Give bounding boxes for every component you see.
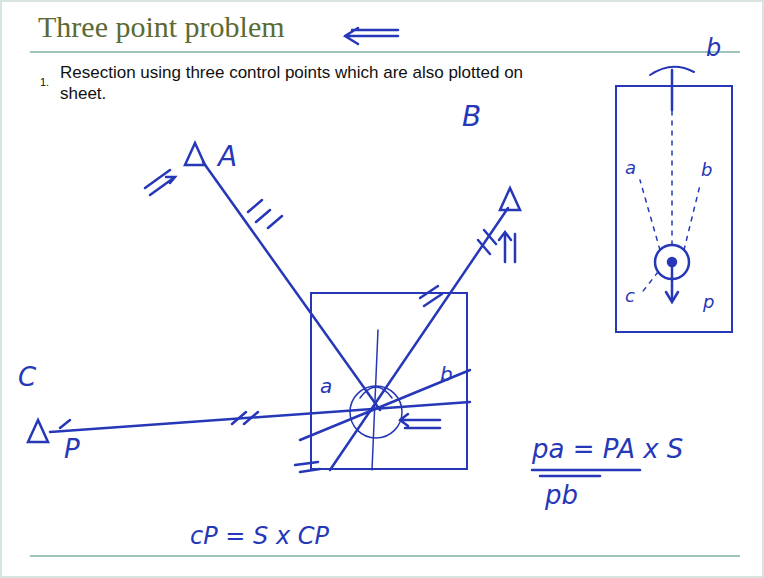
title-rule — [30, 51, 740, 53]
station-label: b — [706, 34, 721, 62]
double-arrow — [400, 414, 440, 428]
underline — [540, 475, 600, 478]
pen-sketch — [28, 28, 700, 476]
ray — [50, 402, 470, 432]
point-label: a — [625, 157, 636, 178]
bullet-text: Resection using three control points whi… — [60, 62, 530, 105]
plane-table-sheet: ab — [310, 292, 468, 470]
error-circle — [350, 386, 402, 438]
slide-title: Three point problem — [38, 10, 285, 44]
formula: cP = S x CP — [190, 522, 329, 550]
point-label: b — [440, 362, 453, 386]
point-label: a — [320, 374, 332, 398]
station-label: B — [462, 100, 481, 133]
double-arrow — [145, 170, 175, 195]
station-triangle — [500, 188, 520, 210]
point-label: P — [64, 434, 80, 464]
list-number: 1. — [40, 76, 49, 88]
ray — [203, 162, 380, 410]
plumb-arrow — [671, 262, 674, 300]
point-label: b — [701, 159, 712, 180]
tick-marks — [232, 412, 258, 424]
double-arrow — [295, 462, 320, 472]
station-label: C — [18, 362, 36, 392]
ray — [330, 208, 508, 470]
inset-rays — [640, 110, 700, 295]
tick-marks — [478, 230, 496, 254]
plumb-arrow — [666, 292, 678, 302]
formula: pb — [545, 480, 578, 510]
tick-marks — [420, 286, 442, 306]
point-label: c — [625, 285, 635, 306]
formula: pa = PA x S — [532, 434, 683, 464]
ray — [372, 330, 378, 470]
arc — [360, 387, 392, 398]
point-label: p — [703, 291, 714, 312]
underline — [532, 469, 640, 472]
footer-rule — [30, 555, 740, 557]
station-triangle — [28, 420, 48, 442]
tick-marks — [60, 420, 70, 428]
north-line — [671, 70, 674, 110]
double-arrow — [499, 232, 515, 262]
inset-sheet: a b c p — [615, 85, 733, 333]
pointer-arrow — [345, 28, 398, 44]
tick-marks — [248, 200, 282, 228]
station-label: A — [218, 140, 237, 173]
